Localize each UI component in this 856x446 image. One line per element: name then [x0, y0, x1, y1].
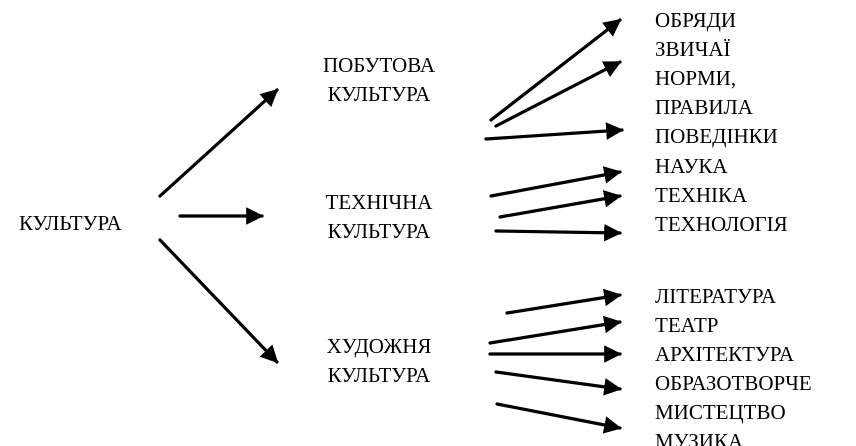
arrow-artistic-to-leaf-5	[495, 402, 622, 434]
leaf-item: ПОВЕДІНКИ	[655, 124, 778, 148]
leaf-item: ЛІТЕРАТУРА	[655, 284, 777, 308]
branch-label-line: ХУДОЖНЯ	[326, 334, 432, 358]
branch-node-technical: ТЕХНІЧНА КУЛЬТУРА	[311, 188, 447, 246]
leaf-item: ТЕХНІКА	[655, 183, 748, 207]
root-node-label: КУЛЬТУРА	[19, 211, 122, 235]
arrow-artistic-to-leaf-2	[488, 315, 622, 345]
leaf-list-household: ОБРЯДИ ЗВИЧАЇ НОРМИ, ПРАВИЛА ПОВЕДІНКИ	[655, 6, 778, 151]
leaf-item: НАУКА	[655, 154, 728, 178]
leaf-list-technical: НАУКА ТЕХНІКА ТЕХНОЛОГІЯ	[655, 152, 788, 239]
leaf-item: ТЕХНОЛОГІЯ	[655, 212, 788, 236]
branch-node-household: ПОБУТОВА КУЛЬТУРА	[311, 51, 447, 109]
arrow-household-to-leaf-2	[494, 60, 622, 128]
arrow-technical-to-leaf-1	[489, 166, 622, 198]
branch-node-artistic: ХУДОЖНЯ КУЛЬТУРА	[311, 332, 447, 390]
branch-label-line: КУЛЬТУРА	[327, 363, 431, 387]
leaf-item: НОРМИ,	[655, 66, 737, 90]
arrow-technical-to-leaf-2	[498, 190, 622, 219]
arrow-artistic-to-leaf-4	[494, 370, 622, 396]
leaf-item: МИСТЕЦТВО	[655, 400, 786, 424]
leaf-item: ОБРАЗОТВОРЧЕ	[655, 371, 812, 395]
arrow-household-to-leaf-1	[489, 18, 622, 122]
arrow-root-to-household	[158, 88, 279, 198]
leaf-item: ЗВИЧАЇ	[655, 37, 731, 61]
arrow-root-to-artistic	[158, 238, 279, 364]
arrow-artistic-to-leaf-1	[505, 288, 622, 315]
branch-label-line: ПОБУТОВА	[322, 53, 436, 77]
leaf-item: ОБРЯДИ	[655, 8, 737, 32]
arrow-household-to-leaf-3	[484, 122, 624, 141]
branch-label-line: КУЛЬТУРА	[327, 219, 431, 243]
branch-label-line: КУЛЬТУРА	[327, 82, 431, 106]
arrow-technical-to-leaf-3	[494, 223, 622, 242]
branch-label-line: ТЕХНІЧНА	[325, 190, 433, 214]
leaf-item: МУЗИКА	[655, 429, 744, 446]
leaf-list-artistic: ЛІТЕРАТУРА ТЕАТР АРХІТЕКТУРА ОБРАЗОТВОРЧ…	[655, 282, 812, 446]
leaf-item: АРХІТЕКТУРА	[655, 342, 795, 366]
leaf-item: ТЕАТР	[655, 313, 719, 337]
leaf-item: ПРАВИЛА	[655, 95, 753, 119]
